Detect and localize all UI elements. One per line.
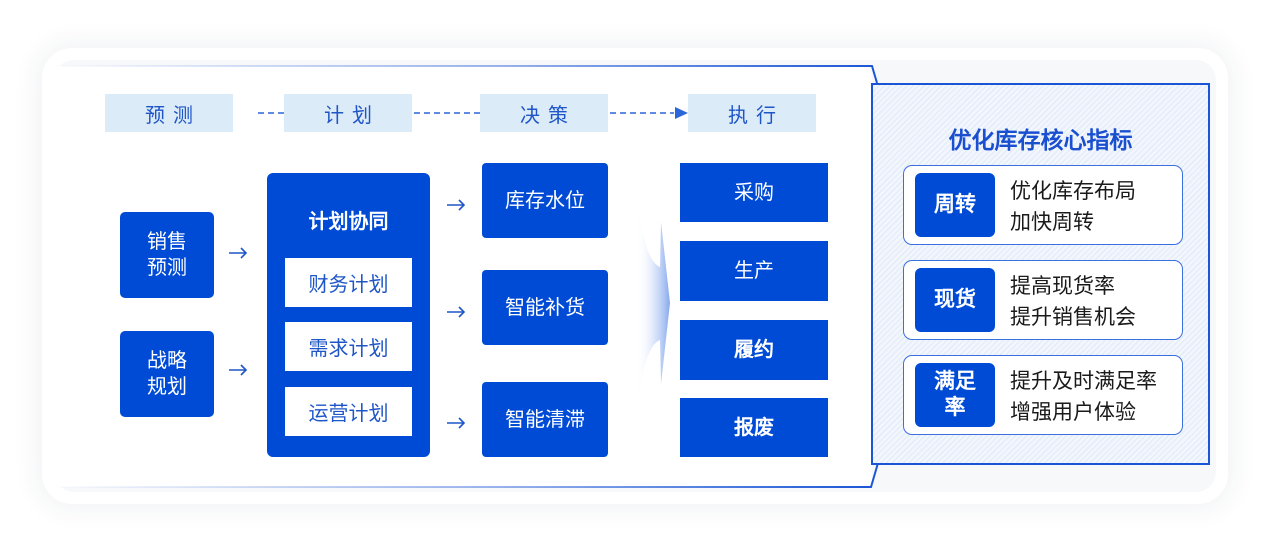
metric-card-turnover: 周转 优化库存布局 加快周转 bbox=[903, 165, 1183, 245]
stage-execution: 执行 bbox=[688, 94, 816, 132]
metric-badge: 现货 bbox=[915, 268, 995, 332]
arrow-right-icon bbox=[447, 306, 466, 318]
arrow-right-icon bbox=[447, 199, 466, 211]
decision-box-smart-clearance: 智能清滞 bbox=[482, 382, 608, 457]
metric-card-fill-rate: 满足 率 提升及时满足率 增强用户体验 bbox=[903, 355, 1183, 435]
plan-title: 计划协同 bbox=[308, 211, 389, 233]
metric-line: 优化库存布局 bbox=[1010, 180, 1136, 203]
triangle-arrow-icon bbox=[675, 107, 688, 119]
plan-item-operations: 运营计划 bbox=[285, 387, 412, 436]
forecast-box-sales: 销售 预测 bbox=[120, 212, 214, 298]
panel-bottom-border bbox=[50, 462, 879, 488]
arrow-right-icon bbox=[229, 364, 248, 376]
flow-arrow-icon bbox=[636, 196, 670, 406]
metric-badge-line: 率 bbox=[944, 396, 966, 419]
forecast-box-strategy: 战略 规划 bbox=[120, 331, 214, 417]
metric-badge: 周转 bbox=[915, 173, 995, 237]
execution-box-fulfillment: 履约 bbox=[680, 320, 828, 380]
plan-item-finance: 财务计划 bbox=[285, 258, 412, 307]
metric-badge-line: 满足 bbox=[934, 370, 976, 393]
metric-line: 加快周转 bbox=[1010, 211, 1094, 234]
execution-box-procurement: 采购 bbox=[680, 163, 828, 222]
stage-forecast: 预测 bbox=[105, 94, 233, 132]
plan-item-demand: 需求计划 bbox=[285, 322, 412, 371]
panel-top-border bbox=[50, 65, 878, 84]
metric-description: 提升及时满足率 增强用户体验 bbox=[1010, 366, 1157, 428]
metric-card-in-stock: 现货 提高现货率 提升销售机会 bbox=[903, 260, 1183, 340]
stage-plan: 计划 bbox=[284, 94, 412, 132]
metric-description: 提高现货率 提升销售机会 bbox=[1010, 271, 1136, 333]
arrow-right-icon bbox=[447, 417, 466, 429]
metric-line: 提高现货率 bbox=[1010, 275, 1115, 298]
metric-badge: 满足 率 bbox=[915, 363, 995, 427]
metric-badge-line: 现货 bbox=[934, 288, 976, 311]
forecast-box-line: 规划 bbox=[147, 376, 187, 398]
forecast-box-line: 预测 bbox=[147, 257, 187, 279]
metric-description: 优化库存布局 加快周转 bbox=[1010, 176, 1136, 238]
metric-line: 提升销售机会 bbox=[1010, 306, 1136, 329]
forecast-box-line: 销售 bbox=[147, 231, 187, 253]
decision-box-smart-replenish: 智能补货 bbox=[482, 270, 608, 345]
metrics-title: 优化库存核心指标 bbox=[948, 127, 1133, 153]
arrow-right-icon bbox=[229, 247, 248, 259]
metric-line: 提升及时满足率 bbox=[1010, 370, 1157, 393]
execution-box-production: 生产 bbox=[680, 241, 828, 301]
metric-line: 增强用户体验 bbox=[1010, 401, 1136, 424]
decision-box-inventory-level: 库存水位 bbox=[482, 163, 608, 238]
forecast-box-line: 战略 bbox=[147, 350, 187, 372]
metric-badge-line: 周转 bbox=[934, 193, 976, 216]
stage-decision: 决策 bbox=[480, 94, 608, 132]
execution-box-scrap: 报废 bbox=[680, 398, 828, 457]
